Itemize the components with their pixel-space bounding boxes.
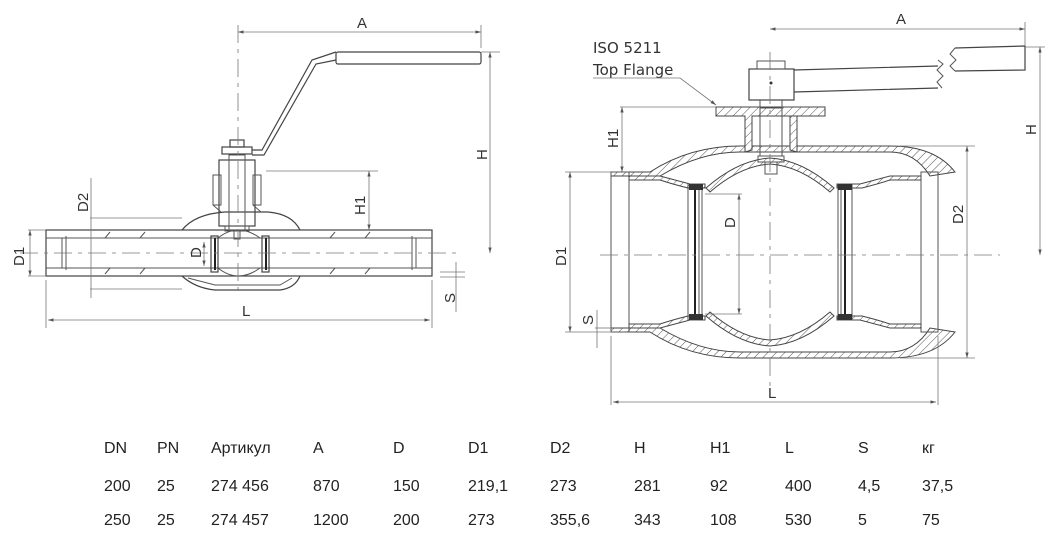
cell-h: 343: [634, 512, 661, 529]
right-label-d1: D1: [553, 247, 570, 266]
right-handle: [748, 45, 1026, 101]
right-seat-right: [837, 183, 853, 321]
right-ball-bottom: [705, 311, 835, 347]
header-a: A: [313, 440, 324, 457]
left-seat-left: [210, 235, 219, 273]
right-ball-top: [705, 157, 835, 193]
left-body-top: [181, 211, 301, 231]
left-stem-housing: [212, 154, 262, 240]
left-label-h1: H1: [352, 196, 369, 215]
cell-d1: 273: [468, 512, 495, 529]
cell-kg: 37,5: [922, 478, 954, 495]
left-label-l: L: [242, 303, 250, 320]
left-handle: [221, 51, 482, 156]
cell-article: 274 457: [211, 512, 269, 529]
right-seat-left: [687, 183, 703, 321]
header-d: D: [393, 440, 405, 457]
left-body-bottom: [181, 275, 301, 291]
cell-l: 530: [785, 512, 812, 529]
left-seat-right: [261, 235, 270, 273]
cell-a: 870: [313, 478, 340, 495]
right-dimensions: [565, 22, 1045, 405]
right-label-d: D: [722, 217, 739, 228]
cell-s: 5: [858, 512, 867, 529]
cell-dn: 200: [104, 478, 131, 495]
cell-article: 274 456: [211, 478, 269, 495]
right-label-h1: H1: [605, 129, 622, 148]
cell-d2: 273: [550, 478, 577, 495]
right-label-a: A: [896, 11, 906, 28]
technical-drawings: A H H1 D2 D1 D L S: [11, 11, 1045, 405]
cell-l: 400: [785, 478, 812, 495]
header-kg: кг: [922, 440, 935, 457]
right-valve-drawing: ISO 5211 Top Flange: [553, 11, 1045, 405]
header-h1: H1: [710, 440, 731, 457]
left-label-d2: D2: [75, 193, 92, 212]
header-s: S: [858, 440, 869, 457]
cell-kg: 75: [922, 512, 940, 529]
cell-pn: 25: [157, 478, 175, 495]
callout-line-1: ISO 5211: [593, 39, 662, 57]
cell-pn: 25: [157, 512, 175, 529]
left-label-d: D: [188, 247, 205, 258]
header-article: Артикул: [211, 440, 271, 457]
right-pipe-end-right: [920, 171, 939, 333]
cell-h1: 92: [710, 478, 728, 495]
cell-d2: 355,6: [550, 512, 591, 529]
header-d1: D1: [468, 440, 489, 457]
cell-h1: 108: [710, 512, 737, 529]
left-label-h: H: [474, 149, 491, 160]
left-valve-drawing: A H H1 D2 D1 D L S: [11, 15, 500, 328]
header-h: H: [634, 440, 646, 457]
left-label-a: A: [357, 15, 367, 32]
right-top-flange: [715, 99, 826, 175]
header-l: L: [785, 440, 794, 457]
left-label-d1: D1: [11, 247, 28, 266]
header-d2: D2: [550, 440, 571, 457]
header-pn: PN: [157, 440, 180, 457]
cell-d: 150: [393, 478, 420, 495]
cell-d: 200: [393, 512, 420, 529]
left-dimensions: [28, 25, 500, 328]
cell-s: 4,5: [858, 478, 881, 495]
cell-d1: 219,1: [468, 478, 509, 495]
right-body-shell-bottom: [610, 327, 956, 359]
cell-h: 281: [634, 478, 661, 495]
right-pipe-end-left: [610, 171, 630, 333]
callout-line-2: Top Flange: [592, 61, 673, 79]
header-dn: DN: [104, 440, 128, 457]
right-label-d2: D2: [950, 205, 967, 224]
left-label-s: S: [442, 293, 459, 303]
right-label-h: H: [1023, 124, 1040, 135]
cell-dn: 250: [104, 512, 131, 529]
right-label-l: L: [768, 385, 776, 402]
right-label-s: S: [580, 315, 597, 325]
cell-a: 1200: [313, 512, 349, 529]
right-body-shell-top: [610, 145, 956, 177]
